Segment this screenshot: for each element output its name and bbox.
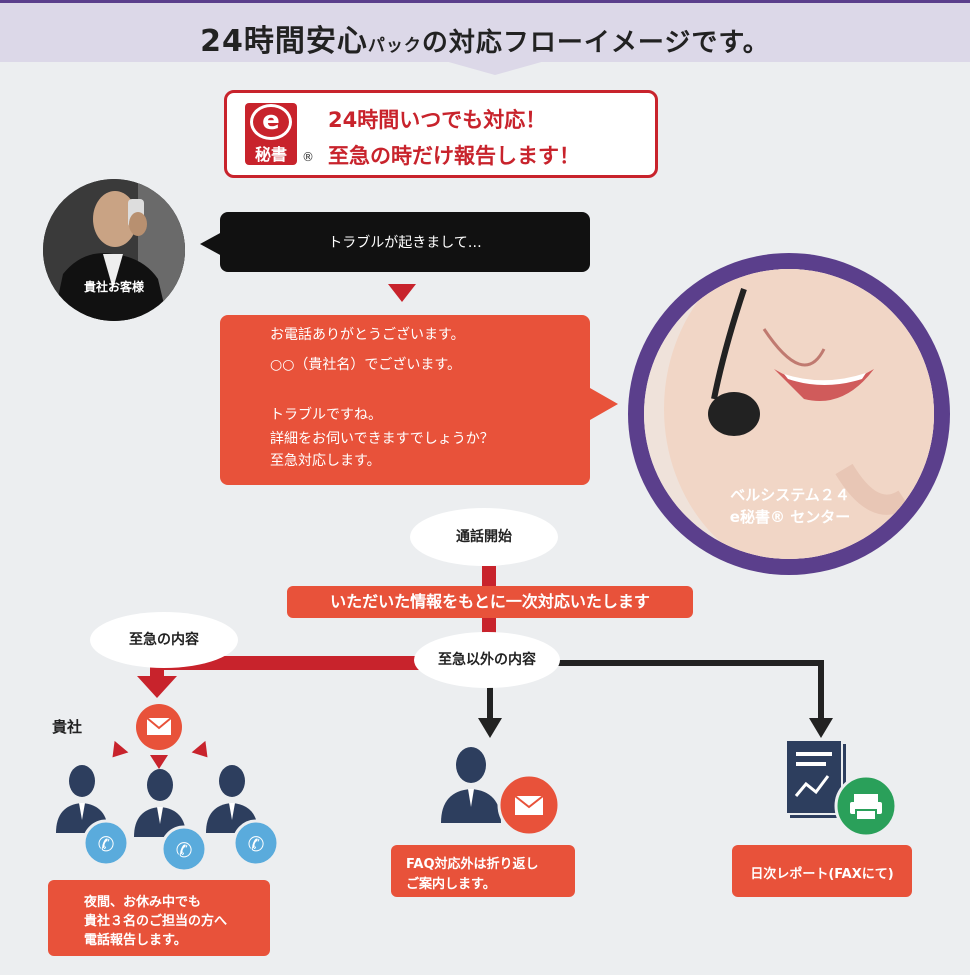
operator-speech-line: お電話ありがとうございます。 — [270, 327, 465, 343]
customer-speech-text: トラブルが起きまして… — [328, 235, 482, 251]
arrow-down-icon — [150, 755, 168, 769]
promo-line-1: 24時間いつでも対応！ — [328, 108, 547, 132]
title-main: 24時間安心 — [200, 24, 368, 59]
report-info-box — [732, 845, 912, 897]
operator-speech-line: 至急対応します。 — [270, 453, 381, 469]
page-title: 24時間安心パックの対応フローイメージです。 — [0, 16, 970, 60]
operator-photo — [644, 269, 934, 559]
flow-line-urgent — [150, 656, 490, 670]
flow-line-non-urgent-down — [487, 660, 493, 720]
customer-label: 貴社お客様 — [83, 280, 144, 294]
staff-group-icon: ✆ ✆ ✆ — [56, 765, 280, 873]
down-arrow-icon — [478, 718, 502, 738]
down-arrow-icon — [809, 718, 833, 738]
report-info-line: 日次レポート(FAXにて) — [750, 867, 894, 882]
customer-figure-icon — [43, 179, 185, 321]
svg-text:✆: ✆ — [248, 832, 265, 856]
registered-mark: ® — [302, 150, 314, 164]
first-response-banner: いただいた情報をもとに一次対応いたします — [287, 586, 693, 618]
operator-speech-line: 詳細をお伺いできますでしょうか？ — [270, 431, 494, 447]
operator-speech-line: トラブルですね。 — [270, 407, 382, 423]
bubble2-tail — [590, 388, 618, 420]
operator-figure-icon — [644, 269, 934, 559]
bubble1-tail — [200, 232, 222, 256]
arrow-right-icon — [191, 740, 215, 764]
arrow-left-icon — [105, 740, 129, 764]
svg-text:✆: ✆ — [176, 838, 193, 862]
header-bar — [0, 0, 970, 62]
call-start-label: 通話開始 — [410, 508, 558, 566]
staff-mail-icon — [441, 747, 561, 835]
faq-info-box — [391, 845, 575, 897]
title-rest: の対応フローイメージです。 — [421, 28, 770, 58]
urgent-info-line: 電話報告します。 — [84, 933, 187, 948]
flow-line-non-urgent — [490, 660, 824, 666]
down-arrow-icon — [388, 284, 416, 302]
urgent-label: 至急の内容 — [90, 612, 238, 668]
header-notch — [445, 61, 545, 75]
non-urgent-label: 至急以外の内容 — [414, 632, 560, 688]
mail-icon — [136, 704, 182, 750]
operator-speech-bubble — [220, 315, 590, 485]
operator-label-1: ベルシステム２４ — [730, 486, 850, 504]
faq-info-line: ご案内します。 — [406, 877, 496, 892]
logo-e-mark: e — [250, 104, 292, 140]
customer-photo — [43, 179, 185, 321]
promo-line-2: 至急の時だけ報告します！ — [328, 144, 580, 168]
svg-text:✆: ✆ — [98, 832, 115, 856]
customer-speech-bubble — [220, 212, 590, 272]
logo-text: 秘書 — [254, 145, 287, 164]
down-arrow-icon — [137, 676, 177, 698]
faq-info-line: FAQ対応外は折り返し — [406, 857, 539, 872]
title-small: パック — [367, 36, 422, 56]
company-label: 貴社 — [52, 718, 83, 736]
urgent-info-line: 夜間、お休み中でも — [84, 895, 202, 910]
urgent-info-line: 貴社３名のご担当の方へ — [84, 914, 228, 929]
urgent-info-box — [48, 880, 270, 956]
report-fax-icon — [785, 740, 898, 838]
operator-speech-line: ○○（貴社名）でございます。 — [270, 357, 462, 373]
operator-label-2: e秘書® センター — [729, 508, 851, 526]
flow-line-report-down — [818, 660, 824, 720]
